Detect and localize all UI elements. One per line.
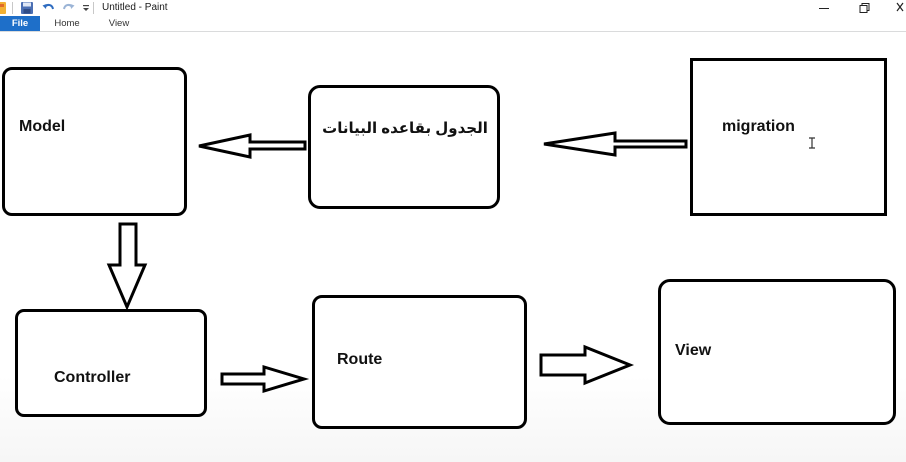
diagram-arrows [106, 131, 688, 394]
route-box [312, 295, 527, 429]
quick-access-separator [93, 2, 94, 14]
save-icon[interactable] [20, 1, 34, 20]
paint-app-icon[interactable] [0, 1, 8, 20]
table-label: الجدول بقاعده البيانات [322, 120, 488, 137]
close-icon [896, 2, 904, 12]
arrow-model-to-controller [106, 222, 148, 311]
view-label: View [675, 342, 712, 359]
undo-icon[interactable] [41, 1, 55, 20]
minimize-icon [819, 8, 829, 9]
tab-home[interactable]: Home [54, 18, 80, 29]
migration-box [690, 58, 887, 216]
model-box [2, 67, 187, 216]
arrow-migration-to-table [543, 131, 688, 157]
customize-dropdown-icon[interactable] [81, 1, 91, 20]
text-cursor-icon [808, 136, 816, 154]
table-box [308, 85, 500, 209]
window-title: Untitled - Paint [102, 2, 168, 13]
restore-button[interactable] [846, 0, 882, 16]
restore-icon [859, 3, 870, 13]
arrow-table-to-model [198, 133, 307, 159]
controller-label: Controller [54, 369, 131, 386]
tab-file[interactable]: File [0, 16, 40, 31]
tab-view[interactable]: View [108, 18, 130, 29]
redo-icon[interactable] [62, 1, 76, 20]
quick-access-separator [12, 2, 13, 14]
ribbon-tabs: File Home View [0, 16, 906, 32]
arrow-route-to-view [539, 344, 635, 386]
title-bar: Untitled - Paint [0, 0, 906, 16]
arrow-controller-to-route [220, 364, 310, 394]
minimize-button[interactable] [806, 0, 842, 16]
migration-label: migration [722, 118, 795, 135]
drawing-canvas[interactable]: Model الجدول بقاعده البيانات migration C… [0, 32, 906, 462]
close-button[interactable] [884, 0, 906, 16]
route-label: Route [337, 351, 383, 368]
view-box [658, 279, 896, 425]
controller-box [15, 309, 207, 417]
model-label: Model [19, 118, 66, 135]
